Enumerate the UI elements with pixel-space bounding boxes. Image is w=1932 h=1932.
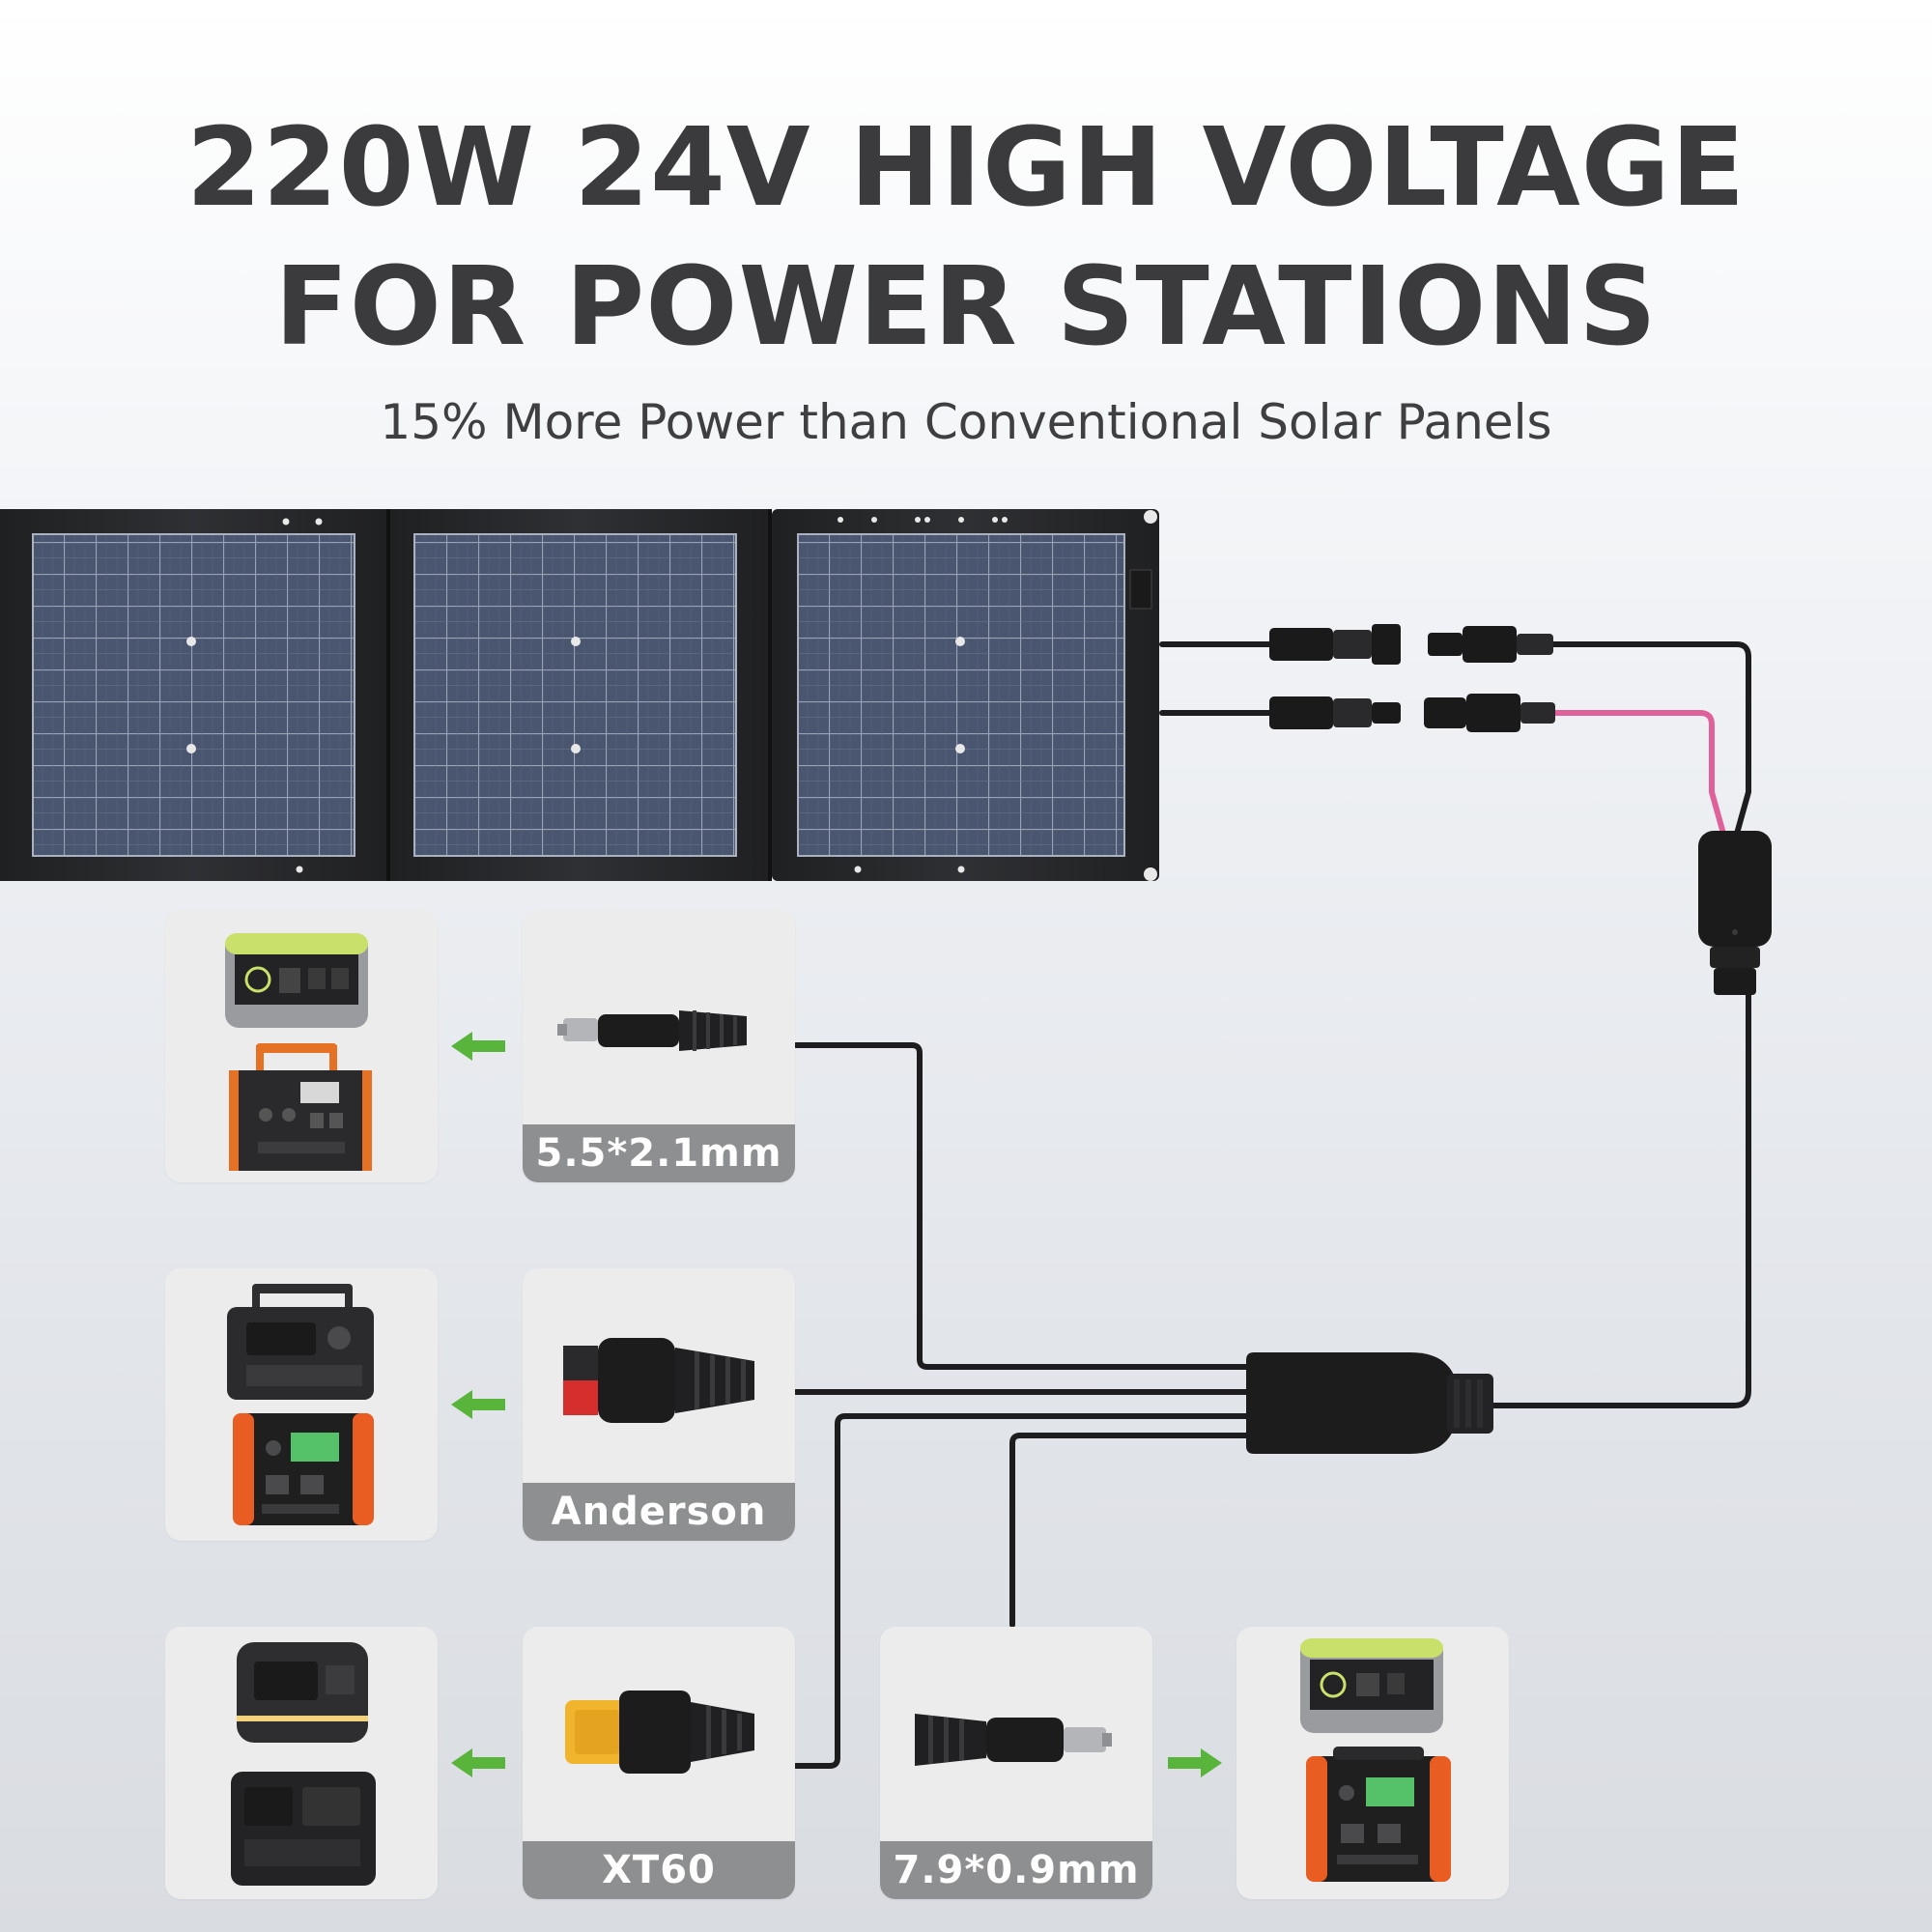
green-arrow-icon	[451, 1748, 505, 1777]
mc4-female-bottom	[1424, 694, 1555, 732]
connector-card-anderson: Anderson	[523, 1268, 795, 1541]
subtitle: 15% More Power than Conventional Solar P…	[380, 394, 1552, 450]
power-station-card-3	[165, 1627, 438, 1899]
green-arrow-icon	[451, 1390, 505, 1419]
connector-label-7909: 7.9*0.9mm	[880, 1841, 1152, 1899]
connector-label-5521: 5.5*2.1mm	[523, 1124, 795, 1182]
power-station-card-4	[1236, 1627, 1509, 1899]
connector-label-xt60: XT60	[523, 1841, 795, 1899]
power-station-card-1	[165, 910, 438, 1182]
mc4-female-top	[1428, 626, 1553, 663]
connector-card-5521: 5.5*2.1mm	[523, 910, 795, 1182]
mc4-male-bottom	[1269, 696, 1401, 729]
headline-line-1: 220W 24V HIGH VOLTAGE	[185, 105, 1747, 231]
connector-label-anderson: Anderson	[523, 1483, 795, 1541]
y-splitter-hub	[1246, 1352, 1493, 1454]
connector-card-xt60: XT60	[523, 1627, 795, 1899]
power-station-card-2	[165, 1268, 438, 1541]
green-arrow-icon	[451, 1032, 505, 1061]
connector-card-7909: 7.9*0.9mm	[880, 1627, 1152, 1899]
mc4-splitter	[1698, 831, 1772, 995]
mc4-male-top	[1269, 624, 1401, 665]
green-arrow-icon	[1168, 1748, 1222, 1777]
headline-line-2: FOR POWER STATIONS	[274, 244, 1658, 370]
